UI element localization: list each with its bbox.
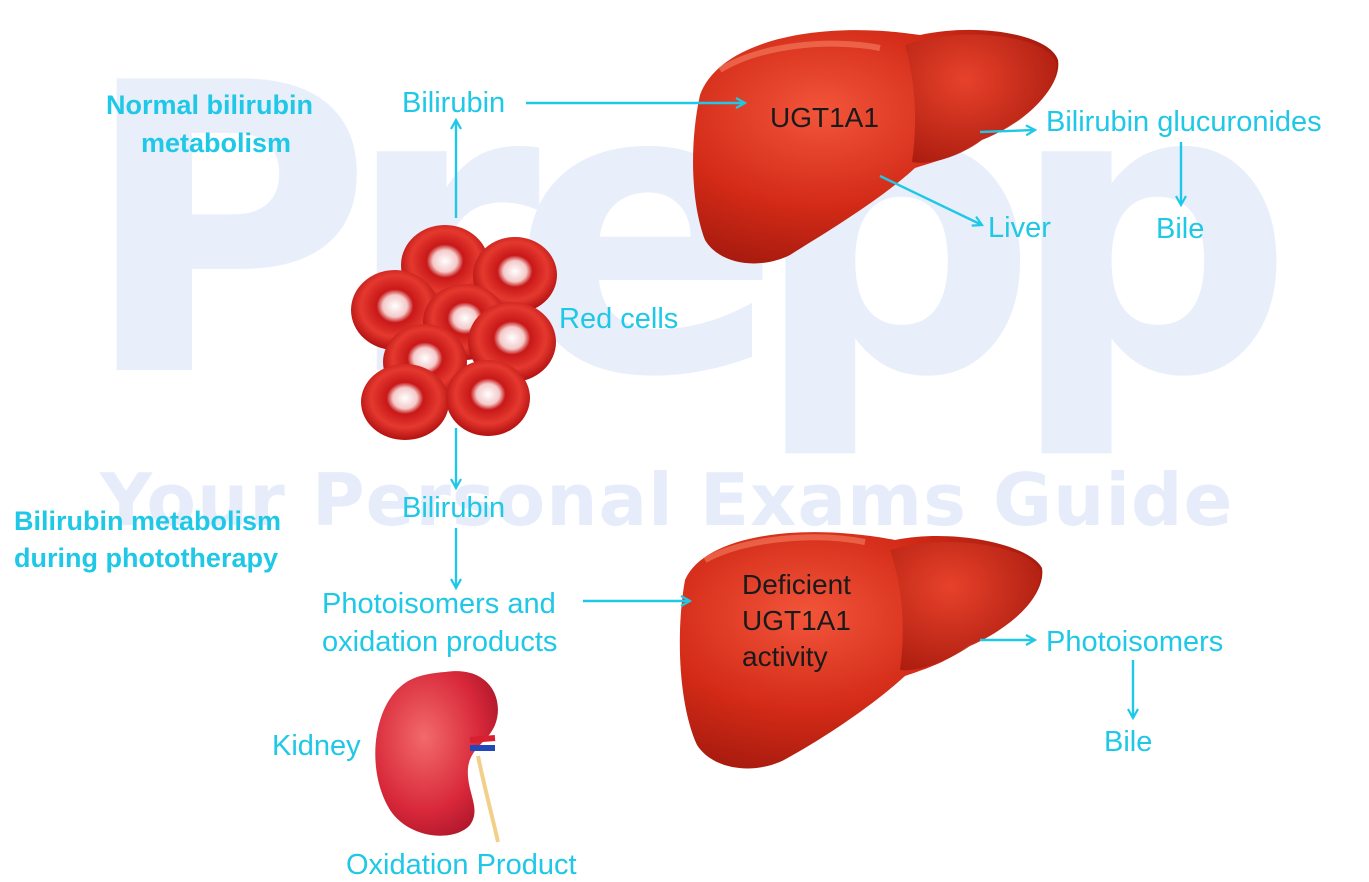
- liver-label: Liver: [988, 211, 1051, 245]
- oxidation-product-label: Oxidation Product: [346, 848, 577, 882]
- photoisomers-products-line1: Photoisomers and: [322, 587, 556, 621]
- photoisomers-label: Photoisomers: [1046, 625, 1223, 659]
- kidney: [375, 671, 498, 842]
- deficient-label-line3: activity: [742, 641, 828, 673]
- bile-label-bottom: Bile: [1104, 725, 1152, 759]
- bilirubin-label-top: Bilirubin: [402, 86, 505, 120]
- heading-normal-line1: Normal bilirubin: [106, 87, 313, 123]
- photoisomers-products-line2: oxidation products: [322, 625, 557, 659]
- bile-label-top: Bile: [1156, 212, 1204, 246]
- watermark-logo: Prepp: [80, 0, 1277, 465]
- heading-normal-line2: metabolism: [141, 125, 291, 161]
- bilirubin-glucuronides-label: Bilirubin glucuronides: [1046, 105, 1322, 139]
- deficient-label-line2: UGT1A1: [742, 605, 851, 637]
- liver-bottom: [680, 532, 1043, 768]
- heading-phototherapy-line2: during phototherapy: [14, 540, 278, 576]
- red-cells-label: Red cells: [559, 302, 678, 336]
- deficient-label-line1: Deficient: [742, 569, 851, 601]
- kidney-label: Kidney: [272, 729, 361, 763]
- heading-phototherapy-line1: Bilirubin metabolism: [14, 503, 281, 539]
- bilirubin-label-bottom: Bilirubin: [402, 491, 505, 525]
- ugt1a1-label: UGT1A1: [770, 102, 879, 134]
